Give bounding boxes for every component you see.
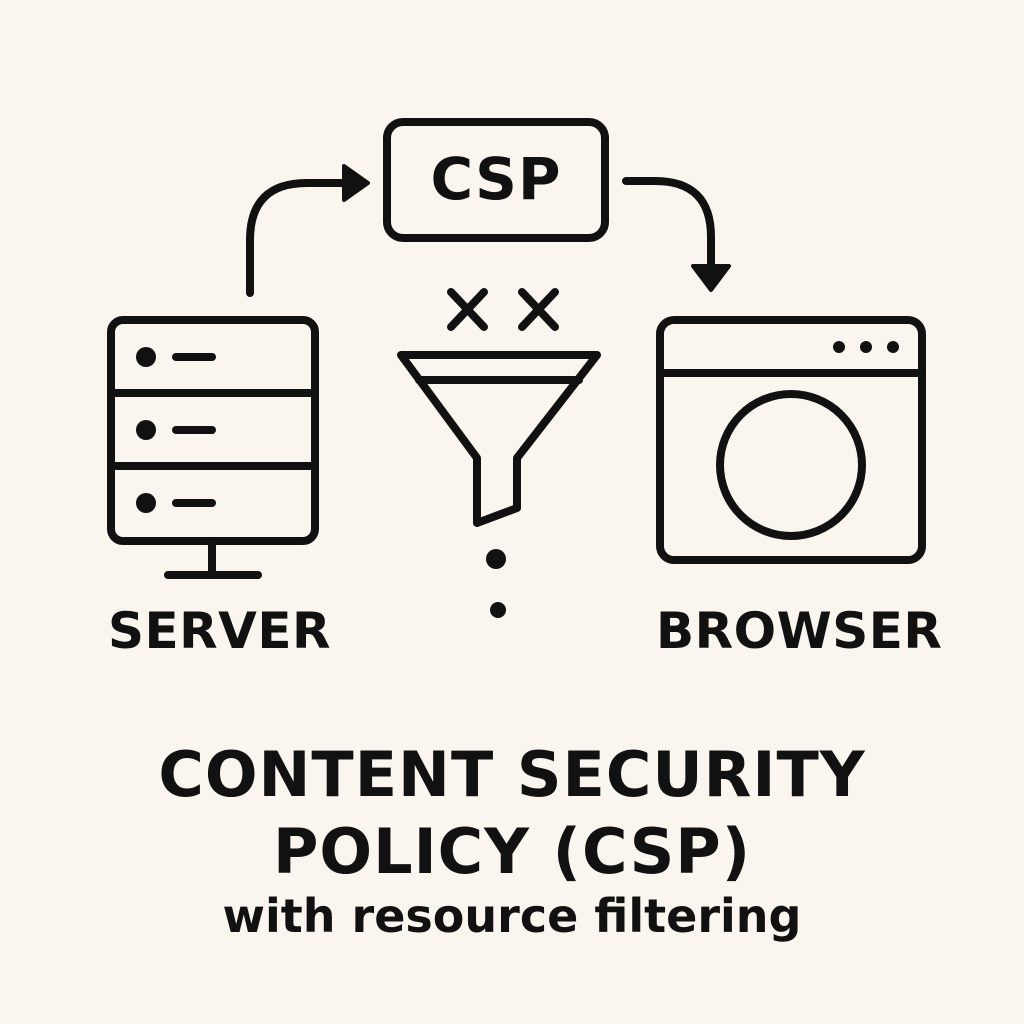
blocked-x-icon (447, 288, 488, 331)
browser-window-icon (656, 316, 926, 564)
blocked-x-icon (518, 288, 559, 331)
arrow-server-to-csp (246, 164, 370, 297)
browser-label: BROWSER (656, 602, 943, 660)
csp-box (383, 118, 609, 242)
filtered-drop-icon (486, 549, 506, 569)
server-icon (107, 316, 319, 579)
csp-box-label: CSP (430, 145, 562, 213)
title-line-1: CONTENT SECURITY (158, 738, 866, 811)
server-label: SERVER (108, 602, 332, 660)
funnel-icon (397, 351, 601, 527)
title-line-2: POLICY (CSP) (272, 815, 752, 888)
arrow-csp-to-browser (622, 177, 731, 292)
subtitle: with resource filtering (222, 889, 802, 943)
filtered-drop-icon (490, 602, 506, 618)
